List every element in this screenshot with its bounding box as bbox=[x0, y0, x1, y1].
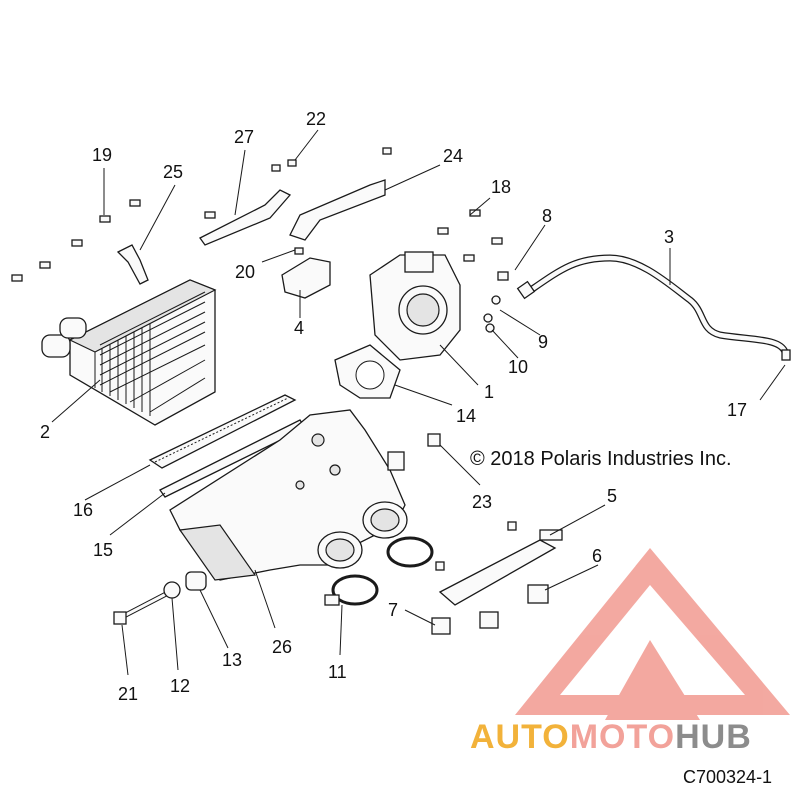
callout-18: 18 bbox=[491, 177, 511, 197]
callout-25: 25 bbox=[163, 162, 183, 182]
part-1-throttle-body bbox=[369, 251, 461, 361]
part-4-bracket bbox=[281, 257, 331, 299]
part-27-bracket bbox=[199, 189, 292, 246]
callout-10: 10 bbox=[508, 357, 528, 377]
part-11-clamp bbox=[324, 536, 434, 606]
part-21-bolt bbox=[113, 590, 170, 625]
watermark-wordmark: AUTOMOTOHUB bbox=[470, 718, 752, 756]
watermark-hub: HUB bbox=[675, 718, 752, 756]
callout-27: 27 bbox=[234, 127, 254, 147]
callout-14: 14 bbox=[456, 406, 476, 426]
diagram-code: C700324-1 bbox=[683, 767, 772, 787]
part-25-bracket bbox=[116, 244, 149, 285]
leader-lines bbox=[51, 129, 786, 676]
part-24-bracket bbox=[289, 179, 386, 241]
callout-13: 13 bbox=[222, 650, 242, 670]
part-26-intake-manifold bbox=[169, 409, 408, 581]
callout-19: 19 bbox=[92, 145, 112, 165]
callout-9: 9 bbox=[538, 332, 548, 352]
callout-16: 16 bbox=[73, 500, 93, 520]
part-6-injector bbox=[527, 584, 549, 604]
watermark-auto: AUTO bbox=[470, 718, 570, 756]
callout-11: 11 bbox=[328, 662, 347, 682]
svg-text:AUTOMOTOHUB: AUTOMOTOHUB bbox=[470, 718, 752, 756]
callout-3: 3 bbox=[664, 227, 674, 247]
part-2-intercooler bbox=[41, 279, 217, 426]
part-12-washer bbox=[163, 581, 181, 599]
part-23-grommet bbox=[387, 433, 441, 471]
callout-26: 26 bbox=[272, 637, 292, 657]
callout-23: 23 bbox=[472, 492, 492, 512]
part-13-spacer bbox=[185, 571, 207, 591]
small-bolts bbox=[11, 147, 517, 571]
callout-24: 24 bbox=[443, 146, 463, 166]
callout-21: 21 bbox=[118, 684, 138, 704]
callout-22: 22 bbox=[306, 109, 326, 129]
callout-7: 7 bbox=[388, 600, 398, 620]
part-14-gasket bbox=[334, 344, 401, 399]
callout-15: 15 bbox=[93, 540, 113, 560]
callout-4: 4 bbox=[294, 318, 304, 338]
callout-2: 2 bbox=[40, 422, 50, 442]
watermark-moto: MOTO bbox=[570, 718, 675, 756]
callout-12: 12 bbox=[170, 676, 190, 696]
part-3-fuel-line bbox=[516, 254, 791, 361]
callout-1: 1 bbox=[484, 382, 494, 402]
watermark-logo bbox=[515, 548, 790, 720]
part-7-injector bbox=[431, 611, 499, 635]
callout-20: 20 bbox=[235, 262, 255, 282]
callout-5: 5 bbox=[607, 486, 617, 506]
callout-8: 8 bbox=[542, 206, 552, 226]
callout-17: 17 bbox=[727, 400, 747, 420]
callout-6: 6 bbox=[592, 546, 602, 566]
copyright-text: © 2018 Polaris Industries Inc. bbox=[470, 448, 732, 470]
callouts: 1 2 3 4 5 6 7 8 9 10 11 12 13 14 15 16 1… bbox=[40, 109, 747, 704]
part-16-gasket bbox=[148, 394, 297, 469]
